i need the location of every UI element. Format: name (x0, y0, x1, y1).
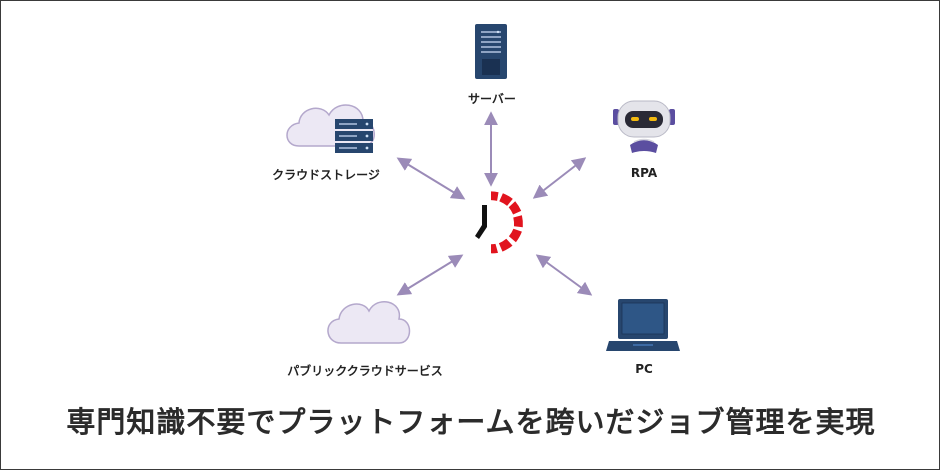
arrow-pc (535, 254, 593, 296)
robot-icon (613, 100, 675, 153)
cloud-icon (327, 301, 411, 344)
arrow-cloud-storage (396, 157, 466, 200)
public-cloud-label: パブリッククラウドサービス (287, 364, 443, 378)
arrow-rpa (532, 157, 587, 199)
server-icon (475, 24, 507, 79)
job-scheduler-logo (475, 191, 523, 254)
connection-arrows (396, 111, 593, 296)
pc-label: PC (635, 362, 653, 376)
rpa-label: RPA (630, 166, 658, 180)
cloud-storage-label: クラウドストレージ (272, 168, 380, 182)
cloud-storage-icon (286, 104, 375, 153)
arrow-public-cloud (396, 254, 464, 296)
caption: 専門知識不要でプラットフォームを跨いだジョブ管理を実現 (66, 405, 876, 439)
laptop-icon (606, 299, 680, 351)
server-label: サーバー (468, 92, 516, 106)
